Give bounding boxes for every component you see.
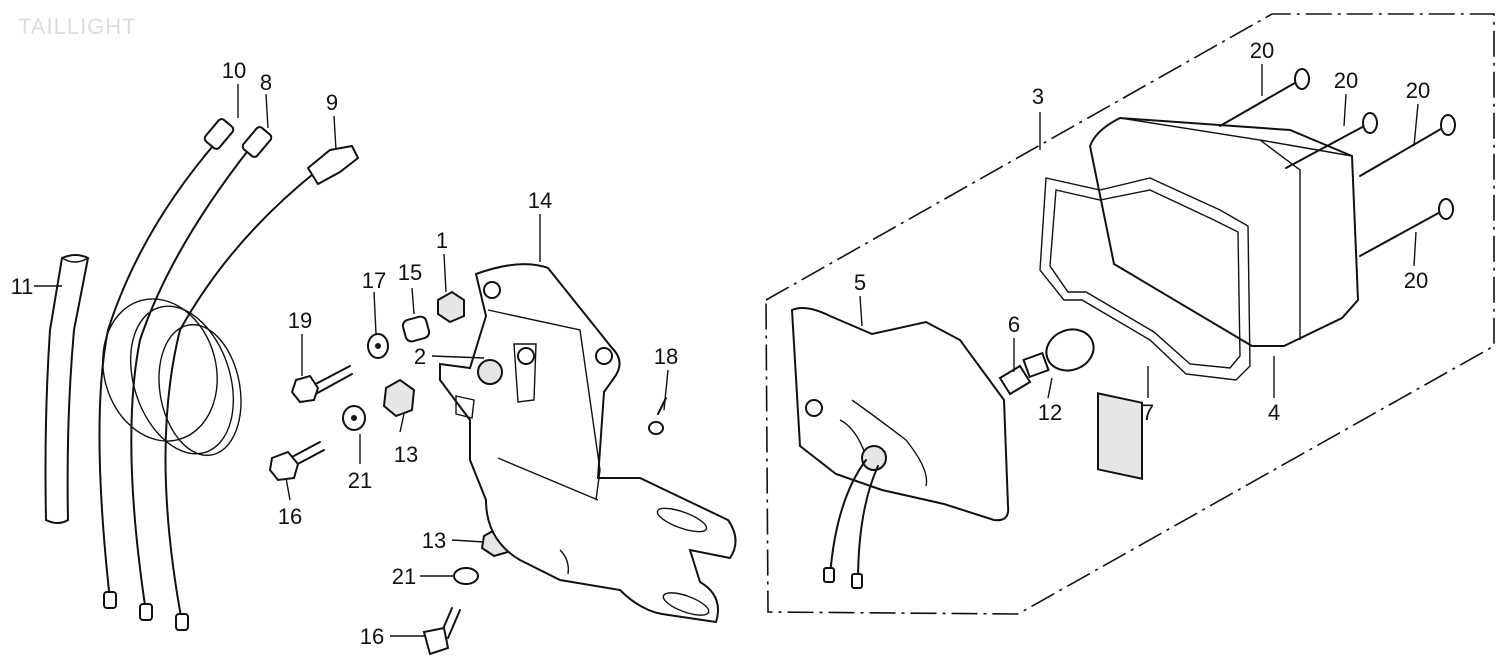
wire-lead-9: [164, 169, 319, 623]
gasket-7: [1039, 177, 1251, 381]
small-hardware: [268, 290, 667, 656]
base-plate-5: [790, 307, 1010, 522]
nut-1: [437, 290, 465, 324]
connector-8: [241, 126, 273, 158]
rubber-tube: [44, 254, 90, 524]
callout-5: 5: [854, 270, 866, 295]
nut-13: [382, 378, 416, 418]
callout-9: 9: [326, 90, 338, 115]
lamp-leads: [829, 459, 867, 577]
callout-17: 17: [362, 268, 386, 293]
callout-11: 11: [11, 274, 34, 299]
callout-7: 7: [1142, 400, 1154, 425]
assembly-boundary: [765, 13, 1495, 615]
lens-housing-4: [1088, 116, 1360, 347]
callout-labels: 10 8 9 11 14 1 17 15 19 2 18 13 21 16 13…: [11, 38, 1431, 649]
callout-1: 1: [436, 228, 448, 253]
callout-14: 14: [528, 188, 552, 213]
diagram-title: TAILLIGHT: [18, 14, 137, 39]
callout-20-b: 20: [1334, 68, 1358, 93]
callout-15: 15: [398, 260, 422, 285]
callout-6: 6: [1008, 312, 1020, 337]
callout-21-upper: 21: [348, 468, 372, 493]
screw-18: [648, 397, 667, 435]
callout-16-upper: 16: [278, 504, 302, 529]
callout-20-a: 20: [1250, 38, 1274, 63]
callout-4: 4: [1268, 400, 1280, 425]
callout-18: 18: [654, 344, 678, 369]
bulb-12: [1022, 328, 1095, 379]
screws-20: [1219, 68, 1456, 257]
washer-21-lower: [453, 567, 479, 585]
bolt-19: [290, 365, 353, 404]
connector-9: [306, 144, 360, 186]
callout-10: 10: [222, 58, 246, 83]
callout-12: 12: [1038, 400, 1062, 425]
wire-lead-10: [98, 139, 219, 601]
wire-loop: [102, 298, 218, 442]
callout-3: 3: [1032, 84, 1044, 109]
wire-harness: [44, 118, 360, 631]
collar-15: [401, 315, 431, 343]
callout-20-c: 20: [1406, 78, 1430, 103]
callout-21-lower: 21: [392, 564, 416, 589]
callout-2: 2: [414, 344, 426, 369]
bolt-16: [268, 441, 325, 482]
callout-19: 19: [288, 308, 312, 333]
callout-8: 8: [260, 70, 272, 95]
bracket-14: [439, 263, 737, 624]
bolt-16-lower: [422, 607, 461, 656]
callout-20-d: 20: [1404, 268, 1428, 293]
callout-13-upper: 13: [394, 442, 418, 467]
leader-lines: [34, 64, 1419, 637]
callout-13-lower: 13: [422, 528, 446, 553]
wire-lead-8: [130, 147, 251, 613]
connector-10: [203, 118, 235, 150]
socket-6: [998, 364, 1032, 396]
taillight-assembly: [765, 13, 1495, 615]
callout-16-lower: 16: [360, 624, 384, 649]
